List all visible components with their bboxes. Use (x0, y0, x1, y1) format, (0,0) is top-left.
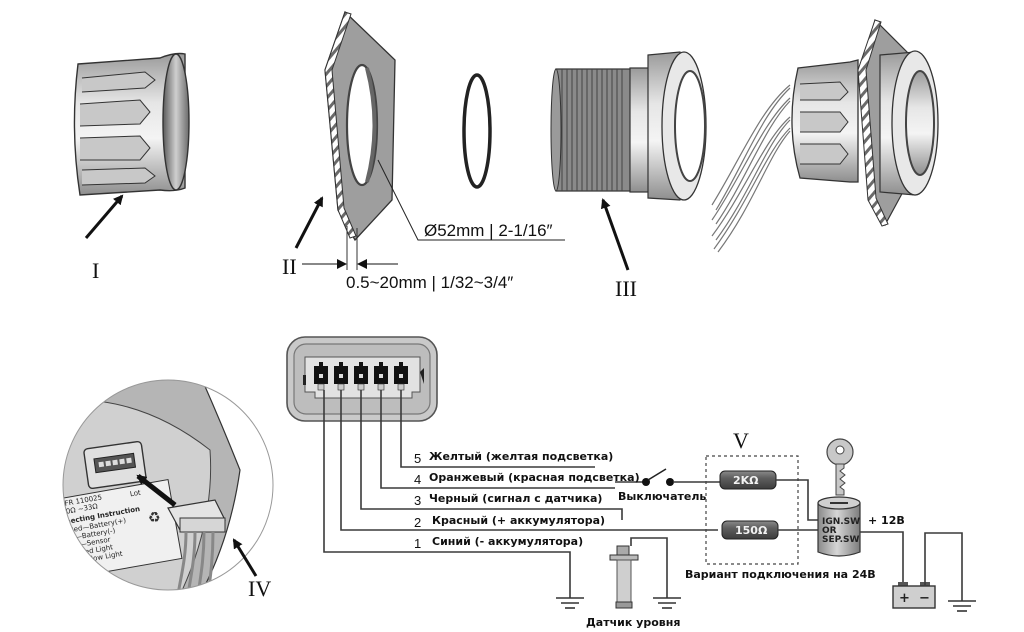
switch-text-line: OR (822, 526, 837, 536)
resistor-2k-label: 2KΩ (733, 474, 759, 487)
connector-pins (314, 362, 408, 391)
ground-symbol (948, 600, 976, 612)
wire-label: Красный (+ аккумулятора) (432, 514, 605, 527)
hole-diameter-dimension: Ø52mm | 2-1/16″ (424, 221, 553, 240)
level-sensor: Датчик уровня (586, 537, 681, 629)
resistor-150-label: 150Ω (735, 524, 768, 537)
switch-lever (647, 468, 667, 481)
supply-voltage-label: + 12В (868, 514, 905, 527)
wire-2 (340, 390, 718, 531)
label-part4: IV (248, 576, 271, 601)
assembled-gauge-illustration (711, 18, 939, 253)
arrow-part4 (232, 538, 258, 577)
battery: + − (892, 532, 976, 612)
switch-label: Выключатель (618, 490, 706, 503)
recycle-icon: ♻ (148, 509, 161, 525)
threaded-bezel-illustration: III (550, 51, 707, 301)
wire-number: 4 (414, 472, 421, 487)
panel-thickness-dimension: 0.5~20mm | 1/32~3/4″ (346, 273, 513, 292)
gauge-connector-socket (286, 336, 438, 422)
ignition-switch: IGN.SW OR SEP.SW + 12В (817, 438, 905, 586)
switch-contact (666, 478, 674, 486)
wire-5 (400, 390, 595, 468)
arrow-part3 (600, 198, 630, 271)
label-part3: III (615, 276, 637, 301)
arrow-part1 (84, 194, 124, 239)
wire-label: Желтый (желтая подсветка) (429, 450, 613, 463)
wire-label: Черный (сигнал с датчика) (429, 492, 602, 505)
wire-number: 2 (414, 515, 421, 530)
switch-text-line: IGN.SW (822, 517, 860, 527)
wire-3 (360, 390, 623, 520)
wire-number: 3 (414, 493, 421, 508)
wire-label: Синий (- аккумулятора) (432, 535, 583, 548)
label-part2: II (282, 254, 297, 279)
ground-symbol (556, 597, 584, 609)
panel-section-illustration: II Ø52mm | 2-1/16″ 0.5~20mm | 1/32~3/4″ (282, 10, 565, 292)
24v-option-caption: Вариант подключения на 24В (685, 568, 876, 581)
connector-closeup-illustration: FR 110025 0Ω ~33Ω necting Instruction Re… (62, 379, 274, 601)
24v-resistor-option: V 2KΩ 150Ω Вариант подключения на 24В (685, 428, 876, 581)
label-part1: I (92, 258, 99, 283)
label-part5: V (733, 428, 749, 453)
level-sensor-label: Датчик уровня (586, 616, 680, 629)
arrow-part2 (294, 196, 324, 249)
wire-1 (323, 390, 571, 598)
closeup-label-line: UP (76, 564, 87, 574)
wire-4 (380, 390, 615, 489)
wire-label: Оранжевый (красная подсветка) (429, 471, 640, 484)
switch-text-line: SEP.SW (822, 535, 859, 545)
battery-plus-terminal: + (899, 591, 910, 606)
wire-legend: 5 Желтый (желтая подсветка) 4 Оранжевый … (414, 450, 640, 551)
battery-minus-terminal: − (919, 591, 930, 606)
closeup-label-line: Lot (129, 489, 141, 499)
o-ring-illustration (462, 73, 492, 189)
wire-number: 5 (414, 451, 421, 466)
wire-number: 1 (414, 536, 421, 551)
wiring: Выключатель (323, 390, 722, 609)
mounting-nut-illustration: I (73, 52, 190, 283)
key-icon (826, 438, 854, 496)
